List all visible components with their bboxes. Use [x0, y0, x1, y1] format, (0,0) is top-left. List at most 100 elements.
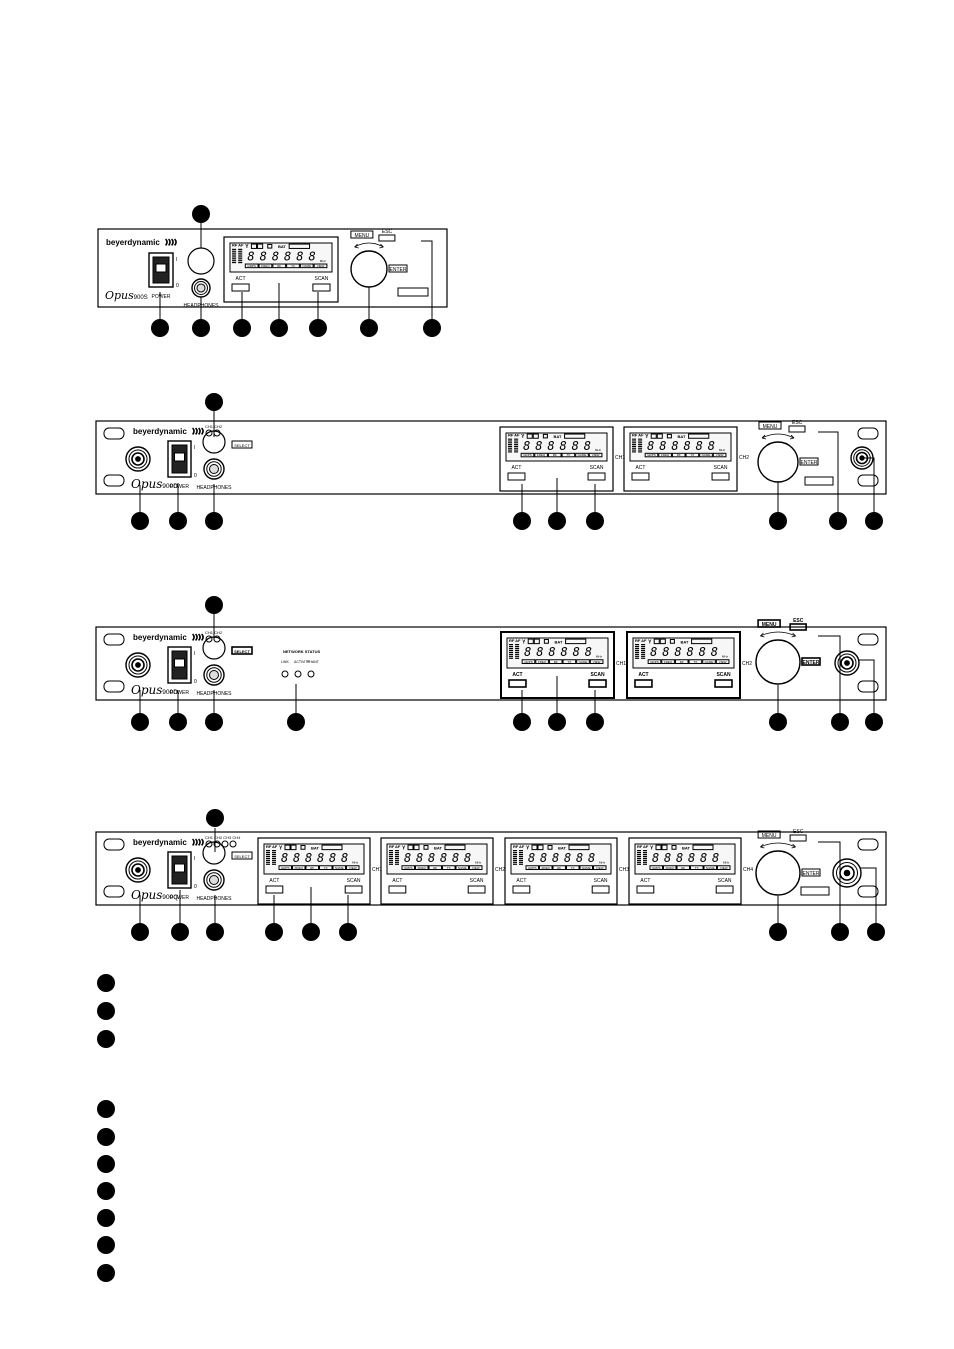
jog-dial-knob: [755, 639, 801, 685]
rf-meter-segment: [389, 859, 393, 861]
rf-meter-segment: [637, 853, 641, 856]
scan-label: SCAN: [470, 878, 484, 884]
af-meter-segment: [519, 850, 523, 852]
lcd-digit: 8: [281, 851, 288, 865]
lcd-tab-box: [548, 659, 563, 664]
lcd-digit: 8: [452, 851, 459, 865]
lcd-tab-box: [401, 865, 415, 870]
battery-icon: [564, 433, 586, 439]
esc-button: [378, 234, 396, 242]
lcd-tab-label: VIEW: [719, 660, 727, 664]
brand-wave-icon: [191, 633, 195, 641]
antenna-icon: Y: [402, 845, 406, 851]
brand-wave-icon: [200, 633, 204, 641]
lcd-digit: 8: [671, 439, 678, 453]
power-off-mark: 0: [194, 884, 197, 890]
lcd-digit: 8: [317, 851, 324, 865]
unit-single-chassis: [97, 228, 448, 308]
lcd-tab-label: NAME: [578, 453, 587, 457]
brand-wave-icon: [173, 238, 177, 246]
legend-marker: [97, 974, 115, 992]
af-meter-segment: [643, 851, 647, 854]
menu-button-frame: [350, 230, 374, 239]
lcd-digit: 8: [293, 851, 300, 865]
diversity-a-box: [655, 844, 662, 851]
lcd-tab-label: GRPS: [524, 660, 533, 664]
rf-meter-segment: [232, 254, 237, 256]
lcd-bat-label: BAT: [677, 434, 685, 439]
lcd-digit: 8: [662, 645, 669, 659]
scan-button: [344, 885, 363, 894]
af-meter-segment: [515, 644, 520, 646]
lcd-af-label: AF: [641, 638, 647, 643]
model-script: Opus: [105, 289, 134, 302]
callout-marker: [131, 512, 149, 530]
scan-label: SCAN: [594, 878, 608, 884]
lcd-tab-label: NAME: [705, 660, 714, 664]
af-meter-segment: [272, 853, 276, 856]
lcd-tab-label: FREQ: [537, 453, 546, 457]
unit-dual-chassis: [95, 420, 887, 495]
channel-label: CH3: [619, 867, 629, 873]
lcd-digit: 8: [309, 249, 316, 263]
connector-mid: [837, 653, 857, 673]
af-meter-segment: [514, 449, 519, 451]
brand-logo: beyerdynamic: [106, 238, 177, 247]
callout-marker: [769, 512, 787, 530]
lcd-mhz-label: MHz: [719, 448, 726, 452]
af-meter-segment: [643, 857, 647, 859]
lcd-af-label: AF: [638, 433, 644, 438]
rotate-arrow-icon: [761, 433, 795, 439]
lcd-digit: 8: [708, 439, 715, 453]
rf-meter-segment: [513, 851, 517, 854]
rf-meter-segment: [509, 645, 514, 648]
rf-meter-segment: [637, 861, 641, 863]
lcd-tab-box: [299, 263, 314, 269]
menu-label: MENU: [355, 233, 370, 239]
rf-meter-segment: [635, 644, 640, 646]
lcd-tab-box: [717, 865, 731, 870]
channel-select-led: [205, 429, 213, 437]
rf-meter-segment: [513, 857, 517, 859]
lcd-digit: 8: [676, 851, 683, 865]
lcd-tab-box: [292, 865, 306, 870]
rf-meter-segment: [232, 261, 237, 264]
callout-marker: [769, 713, 787, 731]
select-label: SELECT: [234, 854, 250, 859]
antenna-connector: [834, 650, 860, 676]
callout-marker: [548, 512, 566, 530]
esc-button: [788, 425, 806, 433]
af-meter-segment: [515, 657, 520, 659]
rotate-arrow-icon: [760, 631, 796, 637]
lcd-digit: 8: [416, 851, 423, 865]
diversity-b-box: [661, 844, 668, 851]
rf-meter-segment: [513, 863, 517, 865]
brand-wave-icon: [194, 633, 198, 641]
rack-mount-slot: [857, 633, 879, 646]
act-button: [265, 885, 284, 894]
rf-meter-segment: [637, 859, 641, 861]
scan-label: SCAN: [718, 878, 732, 884]
antenna-icon: Y: [522, 639, 526, 645]
lcd-tab-label: TX: [695, 866, 699, 870]
lcd-af-label: AF: [238, 243, 244, 248]
lcd-tab-box: [588, 452, 603, 458]
lcd-digit: 8: [296, 249, 303, 263]
rack-mount-slot: [103, 838, 125, 851]
rack-mount-slot: [857, 885, 879, 898]
lcd-tab-label: GRPS: [404, 866, 413, 870]
lcd-digit: 8: [684, 439, 691, 453]
rf-meter-segment: [637, 855, 641, 858]
lcd-tab-box: [671, 452, 686, 458]
diversity-b-box: [532, 433, 539, 439]
lcd-tab-box: [346, 865, 360, 870]
rf-meter-segment: [508, 444, 513, 446]
act-label: ACT: [236, 276, 246, 282]
callout-marker: [205, 713, 223, 731]
rf-meter-segment: [266, 859, 270, 861]
